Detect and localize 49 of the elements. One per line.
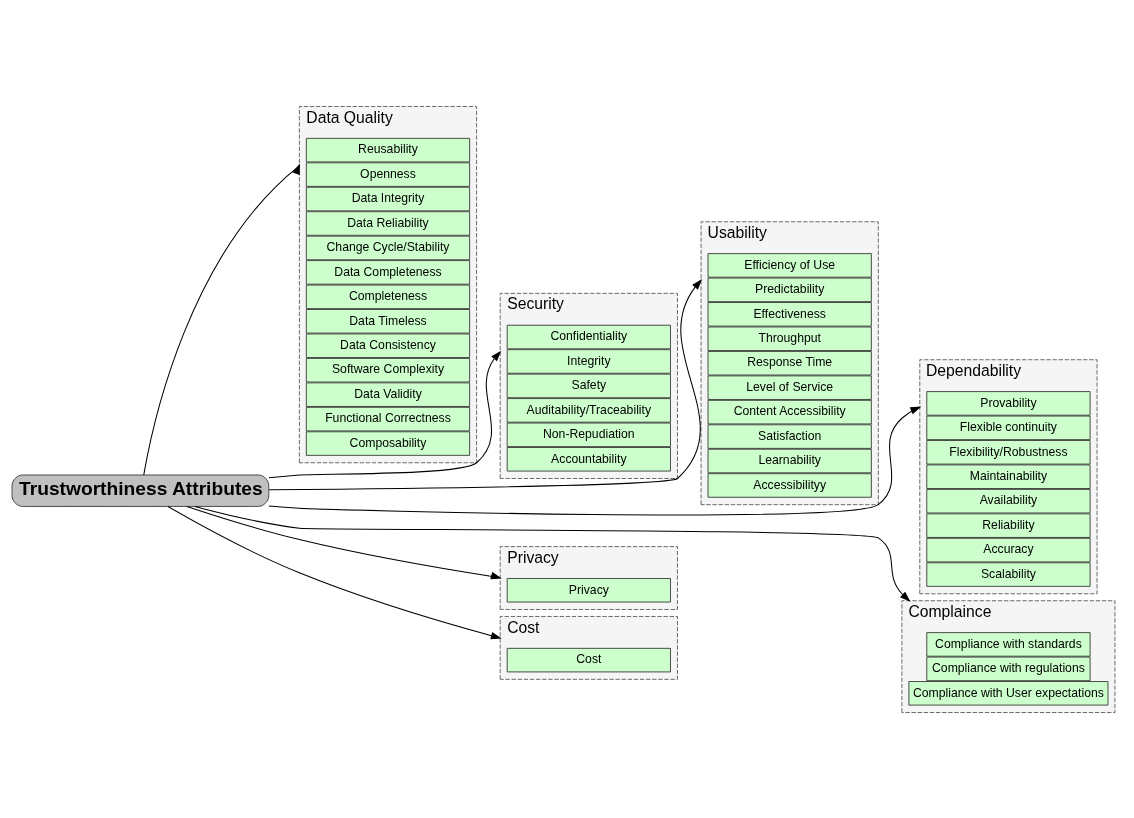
node-box: Data Timeless bbox=[305, 308, 471, 334]
node-box: Change Cycle/Stability bbox=[305, 235, 471, 260]
node-box: Software Complexity bbox=[305, 357, 471, 382]
node-box: Accuracy bbox=[926, 537, 1091, 562]
node-box: Flexible continuity bbox=[926, 415, 1091, 440]
node-box: Privacy bbox=[506, 577, 671, 602]
node-box: Safety bbox=[506, 373, 671, 398]
node-box: Maintainability bbox=[926, 464, 1091, 489]
node-box: Predictability bbox=[707, 277, 872, 302]
node-box: Data Completeness bbox=[305, 259, 471, 285]
node-box: Integrity bbox=[506, 348, 671, 374]
node-box: Reliability bbox=[926, 512, 1091, 538]
arrow bbox=[194, 505, 911, 602]
node-box: Completeness bbox=[305, 284, 471, 309]
node-box: Accountability bbox=[506, 446, 671, 471]
node-box: Content Accessibility bbox=[707, 399, 872, 424]
node-box: Level of Service bbox=[707, 374, 872, 400]
node-box: Compliance with regulations bbox=[926, 656, 1091, 681]
node-box: Reusability bbox=[305, 137, 471, 162]
node-box: Trustworthiness Attributes bbox=[11, 474, 270, 507]
node-box: Provability bbox=[926, 390, 1091, 416]
node-box: Throughput bbox=[707, 326, 872, 351]
node-box: Functional Correctness bbox=[305, 406, 471, 431]
node-box: Auditability/Traceability bbox=[506, 397, 671, 423]
node-box: Satisfaction bbox=[707, 423, 872, 449]
arrow bbox=[268, 278, 703, 490]
node-box: Confidentiality bbox=[506, 324, 671, 349]
arrow bbox=[143, 163, 300, 475]
node-box: Effectiveness bbox=[707, 301, 872, 327]
node-box: Scalability bbox=[926, 561, 1091, 587]
node-box: Availability bbox=[926, 488, 1091, 513]
node-box: Openness bbox=[305, 161, 471, 187]
arrow bbox=[167, 505, 502, 639]
node-box: Cost bbox=[506, 647, 671, 672]
arrow bbox=[186, 505, 502, 579]
node-box: Data Reliability bbox=[305, 210, 471, 236]
node-box: Accessibilityy bbox=[707, 472, 872, 498]
node-box: Data Integrity bbox=[305, 186, 471, 211]
node-box: Compliance with standards bbox=[926, 631, 1091, 657]
node-box: Composability bbox=[305, 430, 471, 456]
node-box: Flexibility/Robustness bbox=[926, 439, 1091, 464]
node-box: Compliance with User expectations bbox=[908, 680, 1109, 706]
node-box: Non-Repudiation bbox=[506, 422, 671, 447]
node-box: Data Consistency bbox=[305, 333, 471, 358]
node-box: Data Validity bbox=[305, 381, 471, 407]
node-box: Efficiency of Use bbox=[707, 252, 872, 278]
node-box: Learnability bbox=[707, 448, 872, 473]
arrow bbox=[268, 350, 502, 478]
node-box: Response Time bbox=[707, 350, 872, 375]
